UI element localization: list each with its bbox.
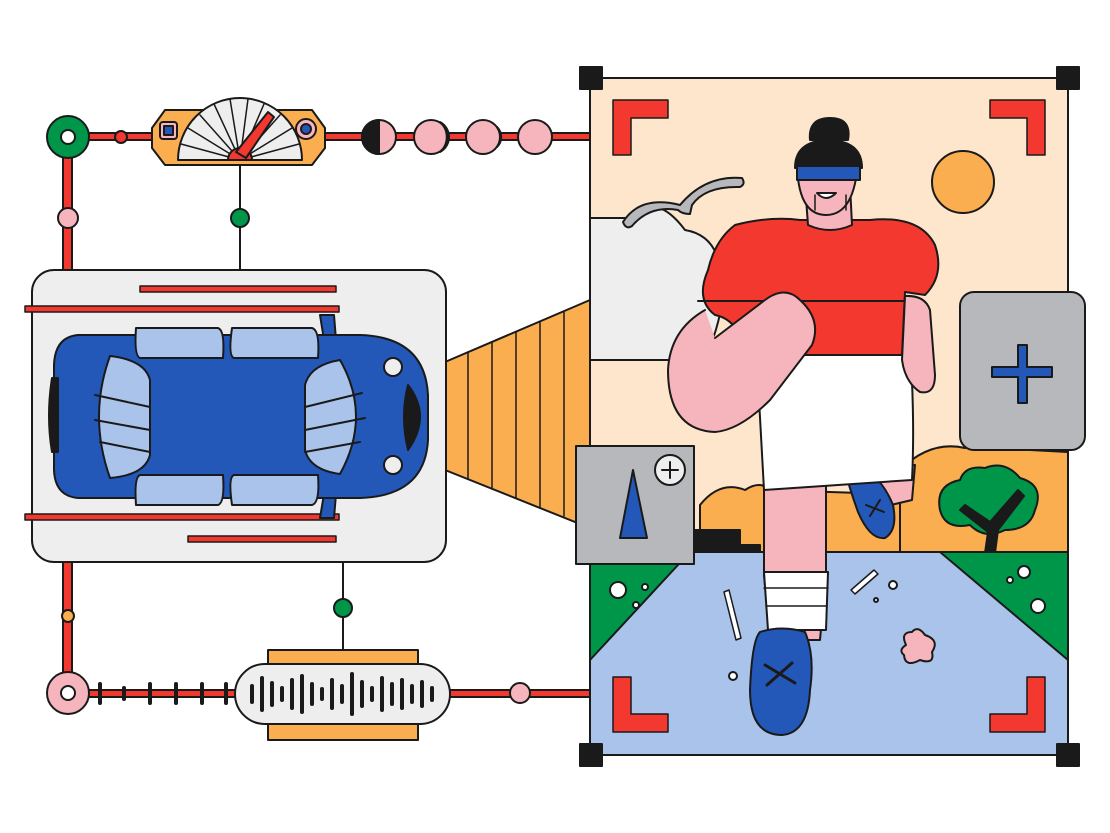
compass-icon [575,445,695,565]
car-top-view-icon [48,314,429,519]
zoom-in-plus-icon [959,291,1086,451]
bird-icon [622,176,745,229]
frame-handles [579,66,1080,767]
moon-phase-circles [361,119,553,155]
sun-icon [931,150,995,214]
focus-brackets [612,99,1046,733]
speedometer-icon [151,97,326,166]
tree-icon [938,464,1039,554]
audio-waveform-icon [234,649,451,741]
wire-nodes [46,115,531,715]
runner-figure [667,117,940,736]
